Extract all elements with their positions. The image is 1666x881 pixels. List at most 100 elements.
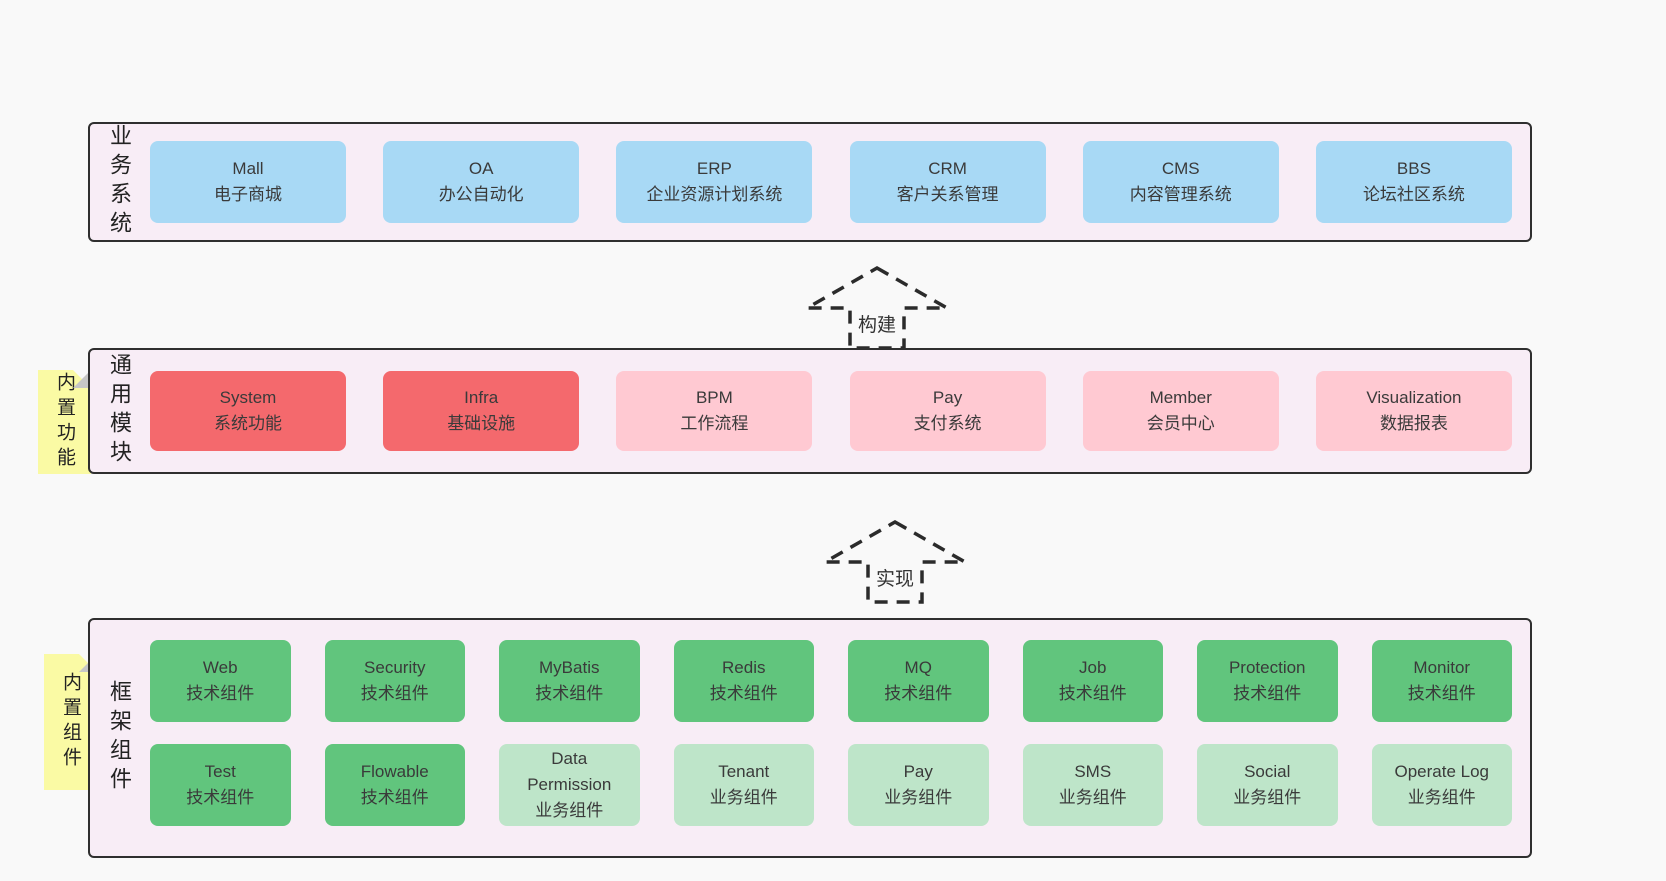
implement-arrow-label: 实现 (873, 564, 917, 591)
box-name: Web (202, 658, 238, 677)
build-arrow: 构建 (803, 264, 951, 350)
box-name: MQ (904, 658, 932, 677)
box-subtitle: 技术组件 (1233, 684, 1302, 703)
component-box: Pay 业务组件 (848, 744, 989, 826)
box-subtitle: 内容管理系统 (1129, 185, 1232, 204)
box-subtitle: 企业资源计划系统 (646, 185, 783, 204)
box-name: Infra (464, 388, 499, 407)
component-box: Redis 技术组件 (673, 640, 814, 722)
module-box: Infra 基础设施 (383, 371, 580, 451)
box-subtitle: 客户关系管理 (896, 185, 999, 204)
system-box: OA 办公自动化 (383, 141, 580, 223)
component-box: Tenant 业务组件 (673, 744, 814, 826)
box-subtitle: 技术组件 (884, 684, 953, 703)
business-systems-label: 业务系统 (107, 124, 132, 240)
build-arrow-label: 构建 (855, 310, 899, 337)
component-box: Security 技术组件 (324, 640, 465, 722)
box-name: BPM (695, 388, 733, 407)
box-subtitle: 技术组件 (709, 684, 778, 703)
box-name: Monitor (1413, 658, 1471, 677)
box-name: SMS (1074, 762, 1112, 781)
module-box: Pay 支付系统 (849, 371, 1046, 451)
box-subtitle: 论坛社区系统 (1362, 185, 1465, 204)
framework-components-boxes: Web 技术组件 Security 技术组件 MyBatis 技术组件 Redi… (142, 620, 1530, 846)
implement-arrow: 实现 (821, 518, 969, 604)
box-name: Mall (232, 159, 264, 178)
sticky-note-label: 内置功能 (54, 372, 75, 472)
business-systems-layer: 业务系统 Mall 电子商城 OA 办公自动化 ERP 企业资源计划系统 CRM… (88, 122, 1532, 242)
component-box: MyBatis 技术组件 (499, 640, 640, 722)
box-subtitle: 技术组件 (535, 684, 604, 703)
sticky-fold-icon (73, 370, 91, 388)
box-subtitle: 基础设施 (447, 414, 516, 433)
box-name: CMS (1161, 159, 1200, 178)
box-subtitle: 支付系统 (913, 414, 982, 433)
sticky-note-built-in-functions: 内置功能 (38, 370, 91, 474)
box-name: Pay (903, 762, 933, 781)
box-subtitle: 业务组件 (1058, 788, 1127, 807)
sticky-note-label: 内置组件 (60, 672, 81, 772)
box-name: Member (1149, 388, 1212, 407)
module-box: BPM 工作流程 (616, 371, 813, 451)
component-box: Data Permission 业务组件 (499, 744, 640, 826)
box-name: OA (468, 159, 494, 178)
box-subtitle: 会员中心 (1146, 414, 1215, 433)
box-name: Pay (932, 388, 963, 407)
box-subtitle: 技术组件 (186, 788, 255, 807)
box-name: Data Permission (527, 749, 612, 794)
box-subtitle: 业务组件 (884, 788, 953, 807)
box-name: Security (364, 658, 426, 677)
box-name: BBS (1396, 159, 1431, 178)
component-box: Job 技术组件 (1022, 640, 1163, 722)
box-name: ERP (696, 159, 732, 178)
box-name: Redis (722, 658, 766, 677)
system-box: CRM 客户关系管理 (849, 141, 1046, 223)
box-name: MyBatis (539, 658, 600, 677)
module-box: System 系统功能 (150, 371, 346, 451)
system-box: CMS 内容管理系统 (1082, 141, 1279, 223)
box-name: Operate Log (1394, 762, 1489, 781)
box-subtitle: 电子商城 (214, 185, 282, 204)
box-name: CRM (928, 159, 967, 178)
component-box: Flowable 技术组件 (324, 744, 465, 826)
box-subtitle: 业务组件 (535, 801, 604, 820)
component-box: Test 技术组件 (150, 744, 291, 826)
common-modules-layer: 通用模块 System 系统功能 Infra 基础设施 BPM 工作流程 Pay… (88, 348, 1532, 474)
component-box: Monitor 技术组件 (1371, 640, 1512, 722)
component-box: MQ 技术组件 (848, 640, 989, 722)
box-name: Protection (1228, 658, 1306, 677)
component-box: Operate Log 业务组件 (1371, 744, 1512, 826)
box-name: Visualization (1366, 388, 1462, 407)
component-box: Web 技术组件 (150, 640, 291, 722)
module-box: Visualization 数据报表 (1315, 371, 1512, 451)
box-name: Flowable (360, 762, 429, 781)
box-subtitle: 系统功能 (214, 414, 282, 433)
dashed-up-arrow-icon (821, 519, 969, 604)
box-subtitle: 技术组件 (360, 788, 429, 807)
component-box: Social 业务组件 (1197, 744, 1338, 826)
system-box: BBS 论坛社区系统 (1315, 141, 1512, 223)
framework-components-layer: 框架组件 Web 技术组件 Security 技术组件 MyBatis 技术组件… (88, 618, 1532, 858)
system-box: Mall 电子商城 (150, 141, 346, 223)
dashed-up-arrow-icon (803, 265, 951, 350)
box-name: Test (204, 762, 236, 781)
box-subtitle: 业务组件 (1407, 788, 1476, 807)
component-box: SMS 业务组件 (1022, 744, 1163, 826)
box-subtitle: 数据报表 (1379, 414, 1448, 433)
framework-components-label: 框架组件 (107, 680, 132, 796)
box-subtitle: 业务组件 (1233, 788, 1302, 807)
box-subtitle: 技术组件 (1407, 684, 1476, 703)
box-subtitle: 技术组件 (360, 684, 429, 703)
box-name: Tenant (718, 762, 770, 781)
component-box: Protection 技术组件 (1197, 640, 1338, 722)
box-subtitle: 技术组件 (1058, 684, 1127, 703)
box-subtitle: 技术组件 (186, 684, 255, 703)
box-subtitle: 办公自动化 (438, 185, 524, 204)
module-box: Member 会员中心 (1082, 371, 1279, 451)
common-modules-label: 通用模块 (107, 353, 132, 469)
box-name: System (219, 388, 277, 407)
common-modules-boxes: System 系统功能 Infra 基础设施 BPM 工作流程 Pay 支付系统… (142, 371, 1530, 451)
box-name: Job (1079, 658, 1107, 677)
box-name: Social (1244, 762, 1291, 781)
